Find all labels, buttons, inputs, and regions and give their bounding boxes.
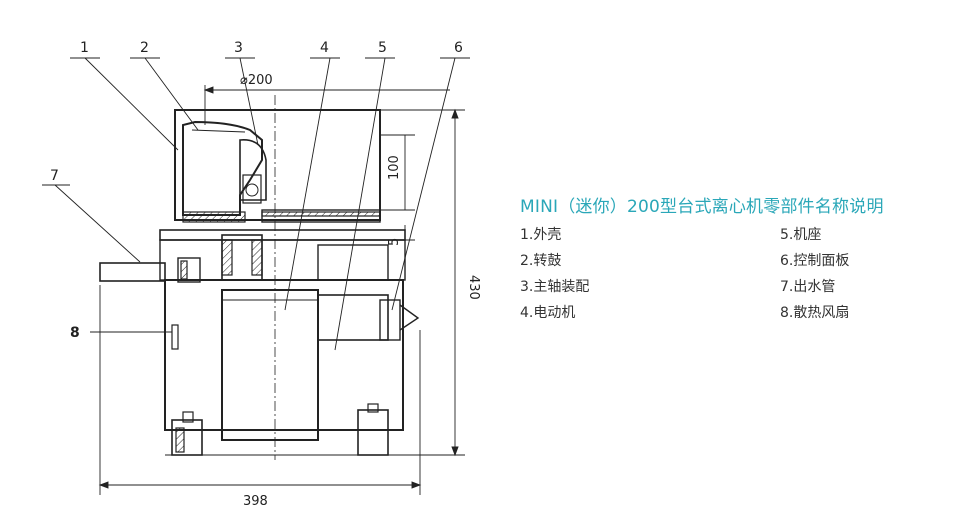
leader-3	[239, 57, 259, 146]
callout-2: 2	[140, 40, 149, 56]
leader-7	[54, 184, 141, 263]
leader-6	[391, 57, 456, 311]
legend-title: MINI（迷你）200型台式离心机零部件名称说明	[520, 197, 884, 217]
dim-label-5: 5	[387, 238, 402, 246]
callout-8: 8	[70, 325, 80, 341]
dim-label-diameter: ⌀200	[240, 73, 273, 88]
legend-item-shell: 1.外壳	[520, 227, 562, 243]
legend-item-outlet-pipe: 7.出水管	[780, 279, 836, 295]
leader-5	[334, 57, 386, 351]
legend-item-control-panel: 6.控制面板	[780, 253, 850, 269]
spindle-head	[239, 139, 267, 201]
foot-bolt-right	[367, 403, 379, 413]
legend-grid: 1.外壳 5.机座 2.转鼓 6.控制面板 3.主轴装配 7.出水管 4.电动机…	[520, 225, 950, 323]
foot-bolt-left	[182, 411, 194, 423]
drain-fitting	[177, 257, 201, 283]
dim-arrow-398-right	[411, 481, 422, 489]
base-plate	[159, 229, 406, 241]
legend-item-cooling-fan: 8.散热风扇	[780, 305, 850, 321]
dim-label-398: 398	[243, 494, 268, 509]
housing-hatch-right	[251, 239, 263, 276]
drum-inner	[191, 129, 246, 133]
callout-3: 3	[234, 40, 243, 56]
callout-4: 4	[320, 40, 329, 56]
leader-1	[84, 57, 179, 151]
drum-floor-hatch	[182, 211, 246, 223]
spindle-bearing	[242, 174, 262, 204]
leader-2	[144, 57, 199, 131]
cooling-fan-slot	[171, 324, 179, 350]
leader-4	[284, 57, 331, 311]
callout-6: 6	[454, 40, 463, 56]
rail-hatch	[261, 211, 381, 217]
dim-arrow-430-top	[451, 108, 459, 119]
spindle-bearing-ring	[245, 183, 259, 197]
callout-1: 1	[80, 40, 89, 56]
legend-item-motor: 4.电动机	[520, 305, 576, 321]
foot-hatch	[175, 427, 185, 453]
dim-arrow-398-left	[98, 481, 109, 489]
lid-outline	[174, 109, 381, 221]
machine-base-body	[164, 279, 404, 431]
motor-body	[221, 289, 319, 441]
callout-5: 5	[378, 40, 387, 56]
drum-bowl	[182, 120, 263, 216]
dim-label-430: 430	[466, 275, 481, 300]
control-panel-tab	[379, 299, 401, 341]
base-plate-lower	[159, 239, 406, 281]
legend-item-drum: 2.转鼓	[520, 253, 562, 269]
dim-arrow-430-bottom	[451, 446, 459, 457]
dim-label-100: 100	[387, 155, 402, 180]
dim-arrow-diameter	[203, 86, 214, 94]
legend-item-base: 5.机座	[780, 227, 822, 243]
drain-outlet-pipe	[99, 262, 166, 282]
control-panel-top	[317, 244, 389, 281]
foot-right	[357, 409, 389, 456]
parts-legend: MINI（迷你）200型台式离心机零部件名称说明 1.外壳 5.机座 2.转鼓 …	[520, 192, 950, 323]
control-panel-block	[317, 294, 389, 341]
legend-item-spindle: 3.主轴装配	[520, 279, 590, 295]
housing-hatch-left	[221, 239, 233, 276]
callout-7: 7	[50, 168, 59, 184]
control-panel-knob	[399, 304, 420, 331]
fitting-hatch	[180, 260, 188, 280]
